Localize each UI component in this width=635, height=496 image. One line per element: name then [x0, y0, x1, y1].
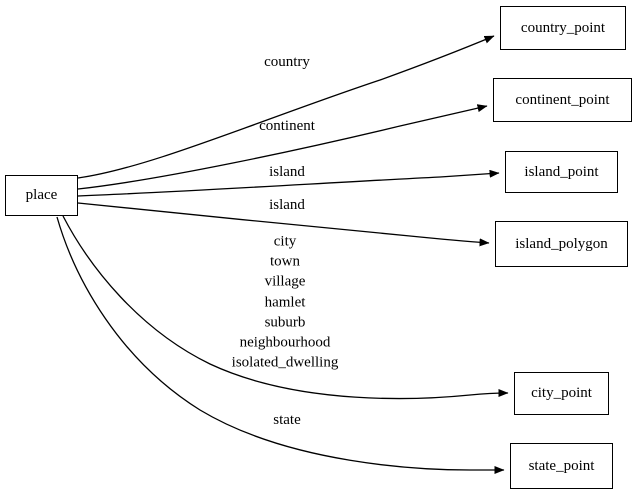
edge-path-group [56, 35, 509, 474]
node-place[interactable]: place [5, 175, 78, 216]
node-island-polygon[interactable]: island_polygon [495, 221, 628, 267]
node-state-point[interactable]: state_point [510, 443, 613, 489]
node-continent-point-label: continent_point [515, 91, 610, 108]
node-state-point-label: state_point [528, 457, 595, 474]
edge-place-to-island_polygon [77, 202, 490, 247]
node-island-point-label: island_point [524, 163, 599, 180]
node-continent-point[interactable]: continent_point [493, 78, 632, 122]
node-island-point[interactable]: island_point [505, 151, 618, 193]
edge-place-to-city_point [62, 215, 509, 400]
edge-place-to-island_point [77, 169, 500, 197]
edge-place-to-continent_point [77, 104, 488, 190]
node-island-polygon-label: island_polygon [515, 235, 608, 252]
node-country-point[interactable]: country_point [500, 6, 626, 50]
node-city-point-label: city_point [531, 385, 592, 401]
node-city-point[interactable]: city_point [514, 372, 609, 415]
node-place-label: place [25, 187, 58, 203]
edge-place-to-state_point [56, 216, 505, 474]
node-country-point-label: country_point [520, 19, 606, 36]
edge-place-to-country_point [77, 35, 495, 179]
